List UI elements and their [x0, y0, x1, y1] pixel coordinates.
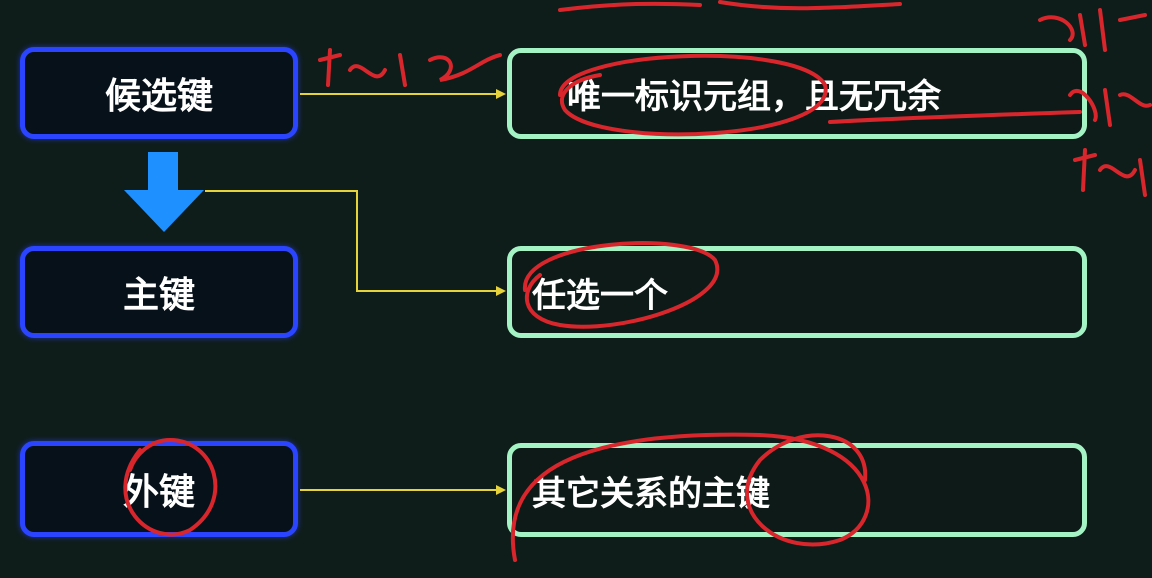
primary-key-description: 任选一个 — [532, 275, 668, 316]
foreign-key-description: 其它关系的主键 — [532, 473, 770, 514]
down-arrow-icon — [124, 152, 204, 232]
primary-key-label: 主键 — [122, 275, 195, 316]
foreign-key-box: 外键 — [20, 441, 298, 537]
foreign-key-label: 外键 — [122, 472, 195, 513]
candidate-key-label: 候选键 — [104, 76, 213, 117]
primary-key-description-box: 任选一个 — [507, 246, 1087, 338]
candidate-key-box: 候选键 — [20, 47, 298, 139]
candidate-key-description-box: 唯一标识元组，且无冗余 — [507, 48, 1087, 139]
candidate-key-description: 唯一标识元组，且无冗余 — [567, 77, 941, 117]
primary-key-box: 主键 — [20, 246, 298, 338]
connector-candidate — [300, 89, 506, 99]
foreign-key-description-box: 其它关系的主键 — [507, 443, 1087, 537]
connector-foreign — [300, 485, 506, 495]
